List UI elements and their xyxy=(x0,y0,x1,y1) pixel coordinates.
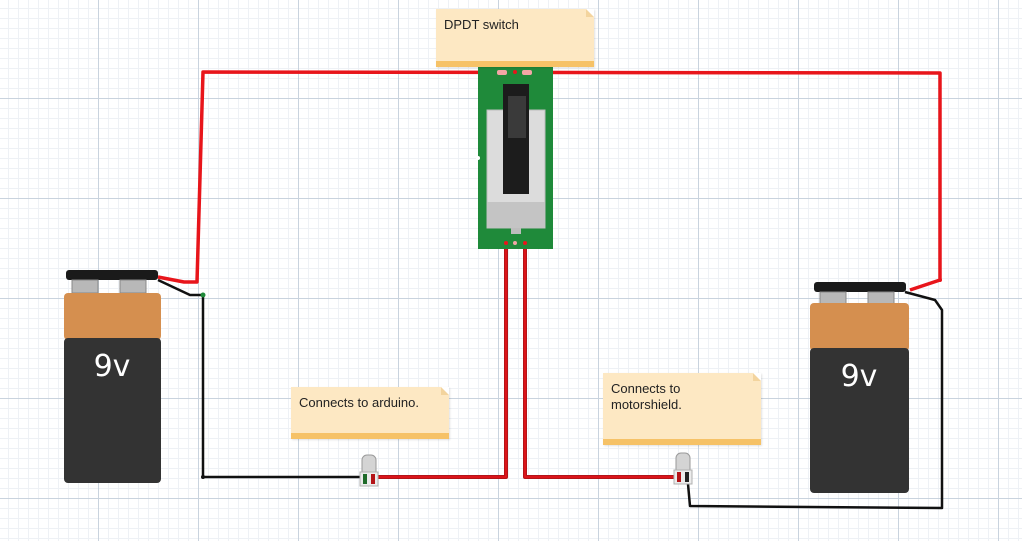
battery-body xyxy=(810,348,909,493)
connector-collar xyxy=(673,469,693,485)
connector-pin-dark xyxy=(363,474,367,484)
battery-terminal-pos xyxy=(119,279,147,294)
wire-switch-to-arduino[interactable] xyxy=(376,244,508,479)
wire-negative-left[interactable] xyxy=(157,278,362,479)
switch-base xyxy=(487,202,545,228)
switch-pin-bottom-left xyxy=(504,241,508,245)
switch-side-dot xyxy=(476,156,480,160)
note-fold-corner xyxy=(586,9,594,17)
wire-joint-left-bottom xyxy=(201,475,205,479)
battery-right[interactable]: 9v xyxy=(810,282,909,493)
wire-joint-left-top xyxy=(200,292,206,298)
dpdt-switch[interactable] xyxy=(476,67,553,249)
connector-pin-dark xyxy=(685,472,689,482)
note-dpdt-switch[interactable]: DPDT switch xyxy=(436,9,594,67)
note-fold-corner xyxy=(753,373,761,381)
note-arduino[interactable]: Connects to arduino. xyxy=(291,387,449,439)
note-fold-corner xyxy=(441,387,449,395)
note-motorshield[interactable]: Connects to motorshield. xyxy=(603,373,761,445)
switch-pin-bottom-right xyxy=(523,241,527,245)
battery-top-band xyxy=(810,303,909,351)
switch-pin-top-mid xyxy=(513,70,517,74)
battery-snap-cap xyxy=(66,270,158,280)
battery-left-label: 9v xyxy=(94,349,131,384)
connector-motorshield[interactable] xyxy=(673,452,693,485)
battery-top-band xyxy=(64,293,161,340)
note-dpdt-switch-text: DPDT switch xyxy=(444,17,519,32)
wire-switch-to-arduino-highlight xyxy=(376,244,507,478)
battery-left[interactable]: 9v xyxy=(64,270,161,483)
switch-pin-bottom-mid xyxy=(513,241,517,245)
switch-pin-top-left xyxy=(497,70,507,75)
battery-body xyxy=(64,338,161,483)
wire-joint-right xyxy=(938,278,942,282)
connector-arduino[interactable] xyxy=(359,454,379,487)
battery-terminal-pos xyxy=(867,291,895,305)
switch-tab xyxy=(511,228,521,234)
battery-right-label: 9v xyxy=(841,359,878,394)
wire-negative-right[interactable] xyxy=(686,290,944,510)
note-arduino-text: Connects to arduino. xyxy=(299,395,419,410)
battery-terminal-neg xyxy=(819,291,847,305)
wire-switch-to-motorshield-highlight xyxy=(524,244,676,478)
battery-snap-cap xyxy=(814,282,906,292)
note-motorshield-text: Connects to motorshield. xyxy=(611,381,682,412)
connector-collar xyxy=(359,471,379,487)
switch-actuator[interactable] xyxy=(508,96,526,138)
connector-pin-red xyxy=(371,474,375,484)
connector-pin-red xyxy=(677,472,681,482)
switch-pin-top-right xyxy=(522,70,532,75)
battery-terminal-neg xyxy=(71,279,99,294)
